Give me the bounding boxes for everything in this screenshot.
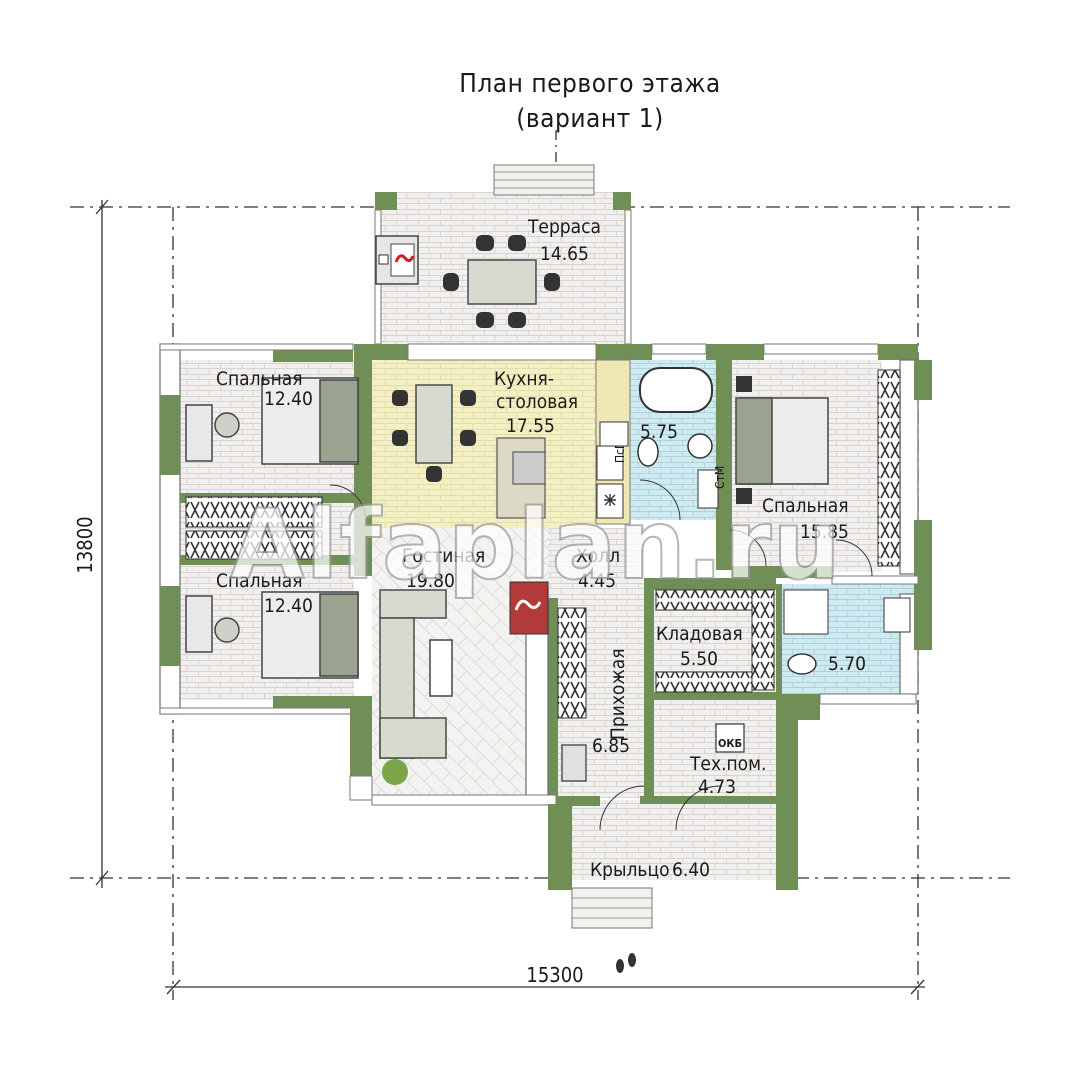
- hall-name: Холл: [576, 545, 620, 567]
- bedroom-bottom-area: 12.40: [264, 595, 313, 617]
- tech-area: 4.73: [698, 776, 736, 798]
- dimension-lines: [70, 130, 1010, 1000]
- room-labels: Спальная 12.40 Спальная 12.40 Кухня- сто…: [216, 368, 866, 881]
- porch-name: Крыльцо: [590, 859, 670, 881]
- entry-name: Прихожая: [607, 648, 629, 740]
- bedroom-top-area: 12.40: [264, 388, 313, 410]
- storage-area: 5.50: [680, 648, 718, 670]
- bedroom-bottom-name: Спальная: [216, 570, 303, 592]
- living-area: 19.80: [406, 570, 455, 592]
- kitchen-name-line1: Кухня-: [494, 368, 554, 390]
- terrace: Терраса 14.65: [374, 164, 632, 345]
- bedroom-right-area: 15.85: [800, 521, 849, 543]
- bedroom-right-name: Спальная: [762, 495, 849, 517]
- kitchen-area: 17.55: [506, 415, 555, 437]
- tech-name: Тех.пом.: [689, 753, 766, 775]
- bedroom-top-name: Спальная: [216, 368, 303, 390]
- kitchen-name-line2: столовая: [496, 391, 578, 413]
- bath-right-area: 5.70: [828, 653, 866, 675]
- dimension-width: 15300: [526, 963, 583, 987]
- terrace-name: Терраса: [527, 216, 601, 238]
- terrace-area: 14.65: [540, 243, 589, 265]
- hall-area: 4.45: [578, 570, 616, 592]
- furniture: ПсМ СтМ ОКБ: [185, 367, 911, 973]
- washer-label: СтМ: [713, 466, 727, 489]
- plan-title-line1: План первого этажа: [459, 69, 720, 99]
- porch-area: 6.40: [672, 859, 710, 881]
- dimension-height: 13800: [73, 516, 97, 573]
- bath-top-area: 5.75: [640, 421, 678, 443]
- plan-title-line2: (вариант 1): [516, 104, 663, 134]
- entry-area: 6.85: [592, 735, 630, 757]
- watermark: Alfaplan.ru: [230, 489, 842, 601]
- living-name: Гостиная: [402, 545, 485, 567]
- boiler-label: ОКБ: [718, 737, 742, 750]
- storage-name: Кладовая: [656, 623, 743, 645]
